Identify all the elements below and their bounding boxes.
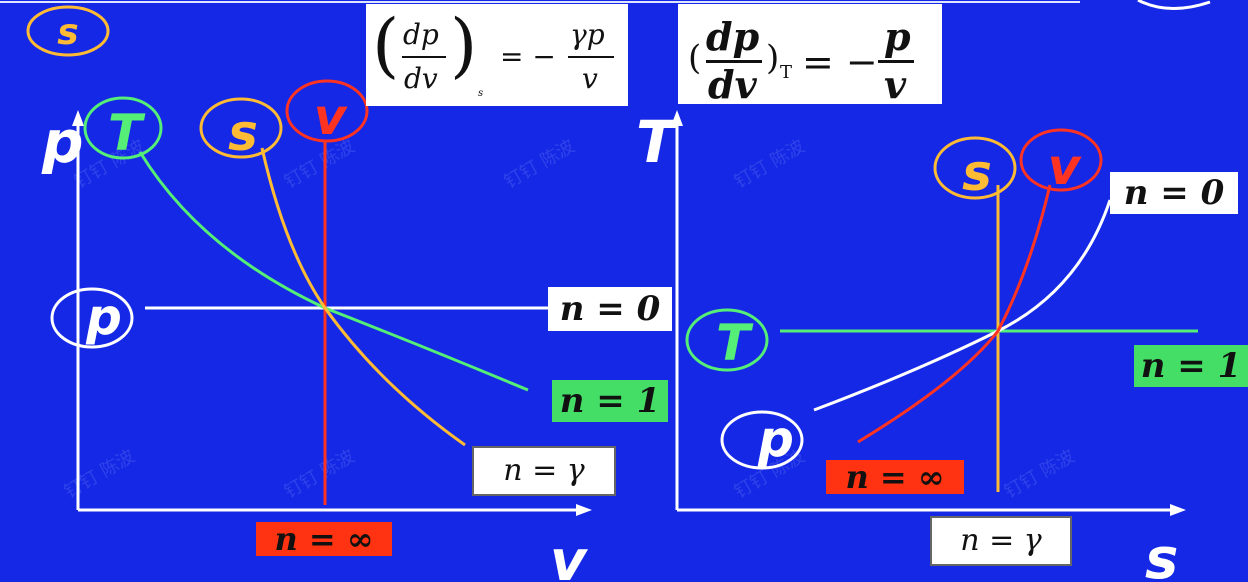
right-y-arrow (671, 110, 683, 126)
rformula-equals: = − (802, 40, 878, 84)
rformula-subscript: T (780, 62, 793, 83)
right-p-label: p (757, 410, 794, 468)
left-x-axis-label: v (550, 529, 588, 582)
formula-rhs-num: γp (570, 18, 605, 51)
rformula-rhs-bar (878, 60, 914, 63)
right-formula: ( dp dv ) T = − p v (678, 4, 942, 107)
logo-fragment (1137, 0, 1211, 11)
left-p-label: p (85, 288, 122, 346)
left-T-label: T (108, 104, 146, 162)
right-x-arrow (1170, 504, 1186, 516)
left-isentrope-curve (260, 147, 466, 447)
right-n0-label: n = 0 (1110, 172, 1238, 214)
right-isobar-curve (813, 199, 1112, 412)
left-v-label: v (314, 88, 348, 146)
left-y-axis-label: p (41, 108, 84, 176)
right-v-label: v (1048, 138, 1082, 196)
left-x-arrow (576, 504, 592, 516)
left-formula: ( dp dv ) s = − γp v (366, 4, 628, 106)
right-isochore-curve (857, 184, 1052, 444)
formula-close-paren: ) (450, 4, 478, 86)
left-s-label: s (228, 104, 258, 162)
right-x-axis-label: s (1145, 527, 1178, 582)
rformula-close-paren: ) (766, 38, 780, 78)
left-n0-label: n = 0 (548, 287, 672, 331)
right-n1-label: n = 1 (1134, 345, 1248, 387)
right-y-axis-label: T (636, 108, 680, 176)
right-p-ellipse (720, 410, 804, 470)
right-s-label: s (962, 144, 992, 202)
right-T-label: T (716, 314, 754, 372)
rformula-lhs-num: dp (706, 14, 760, 59)
formula-lhs-den: dv (404, 62, 438, 95)
left-v-ellipse (285, 79, 369, 143)
corner-s-ellipse (26, 5, 110, 57)
left-diagram: p v T s v p (41, 79, 592, 582)
rformula-open-paren: ( (688, 38, 702, 78)
rformula-rhs-den: v (884, 62, 907, 107)
formula-lhs-num: dp (403, 18, 439, 51)
right-v-ellipse (1019, 128, 1103, 192)
right-diagram: T s s v T p (636, 108, 1198, 582)
right-s-ellipse (933, 136, 1017, 200)
left-p-ellipse (50, 287, 134, 349)
rformula-lhs-den: dv (708, 62, 757, 107)
rformula-lhs-bar (706, 60, 762, 63)
formula-rhs-den: v (582, 62, 598, 95)
formula-lhs-bar (402, 56, 446, 58)
right-T-ellipse (685, 308, 769, 372)
left-isotherm-curve (138, 151, 529, 392)
formula-rhs-bar (568, 56, 614, 58)
left-n1-label: n = 1 (552, 380, 668, 422)
formula-open-paren: ( (372, 4, 400, 86)
formula-subscript: s (478, 88, 484, 99)
formula-equals: = − (500, 40, 556, 73)
rformula-rhs-num: p (884, 14, 911, 59)
left-ngamma-label: n = γ (472, 446, 616, 496)
left-ninf-label: n = ∞ (256, 522, 392, 556)
left-T-ellipse (83, 96, 163, 160)
left-y-arrow (72, 110, 84, 126)
right-ninf-label: n = ∞ (826, 460, 964, 494)
left-s-ellipse (199, 97, 283, 159)
right-ngamma-label: n = γ (930, 516, 1072, 566)
corner-s-label: s (57, 12, 78, 53)
